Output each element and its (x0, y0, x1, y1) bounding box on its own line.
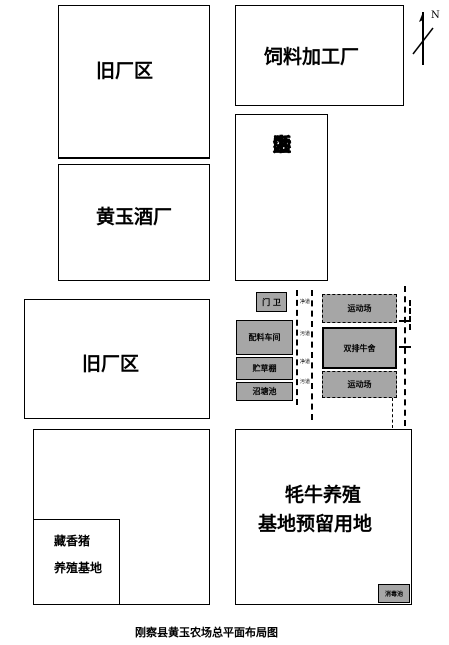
office-char-4: 活 (272, 134, 292, 156)
road-line-1 (296, 290, 298, 405)
office-char-2: 公 (272, 134, 292, 156)
road-line-2 (311, 290, 313, 420)
winery-label: 黄玉酒厂 (96, 206, 173, 228)
office-area-block (235, 114, 328, 281)
road-line-5 (409, 300, 411, 330)
sports-ground-bottom: 运动场 (322, 371, 397, 398)
feed-factory-block (235, 5, 404, 106)
cattle-barn: 双排牛舍 (322, 327, 397, 369)
old-factory-top-label: 旧厂区 (96, 60, 154, 82)
road-label-1: 净道 (300, 299, 311, 305)
north-label: N (431, 10, 440, 21)
road-link-horizontal (399, 320, 411, 322)
gate-house: 门 卫 (256, 292, 287, 312)
road-link-horizontal-2 (399, 346, 411, 348)
old-factory-middle-block (24, 299, 210, 419)
old-factory-middle-label: 旧厂区 (82, 353, 140, 375)
road-label-2: 污道 (300, 331, 311, 337)
pond: 沼塘池 (236, 382, 293, 401)
hay-shed: 贮草棚 (236, 357, 293, 380)
tibetan-pig-base-block (33, 519, 120, 605)
office-char-3: 生 (272, 134, 292, 156)
road-line-3 (404, 286, 406, 426)
road-line-4 (392, 398, 393, 428)
divider-line (58, 158, 210, 165)
yak-base-label-line2: 基地预留用地 (258, 513, 373, 535)
road-label-4: 污道 (300, 379, 311, 385)
tibetan-pig-label-line2: 养殖基地 (54, 561, 103, 575)
office-char-5: 区 (272, 134, 292, 156)
yak-base-block (235, 429, 412, 605)
map-caption: 刚察县黄玉农场总平面布局图 (135, 626, 278, 639)
office-char-1: 办 (272, 134, 292, 156)
road-label-3: 净道 (300, 359, 311, 365)
sports-ground-top: 运动场 (322, 294, 397, 323)
disinfection-pool: 消毒池 (378, 584, 410, 603)
winery-block (58, 164, 210, 281)
old-factory-top-block (58, 5, 210, 158)
tibetan-pig-label-line1: 藏香猪 (54, 534, 91, 548)
north-arrow-icon: N (410, 8, 444, 68)
feed-workshop: 配料车间 (236, 320, 293, 355)
yak-base-label-line1: 牦牛养殖 (285, 484, 362, 506)
feed-factory-label: 饲料加工厂 (264, 46, 360, 68)
